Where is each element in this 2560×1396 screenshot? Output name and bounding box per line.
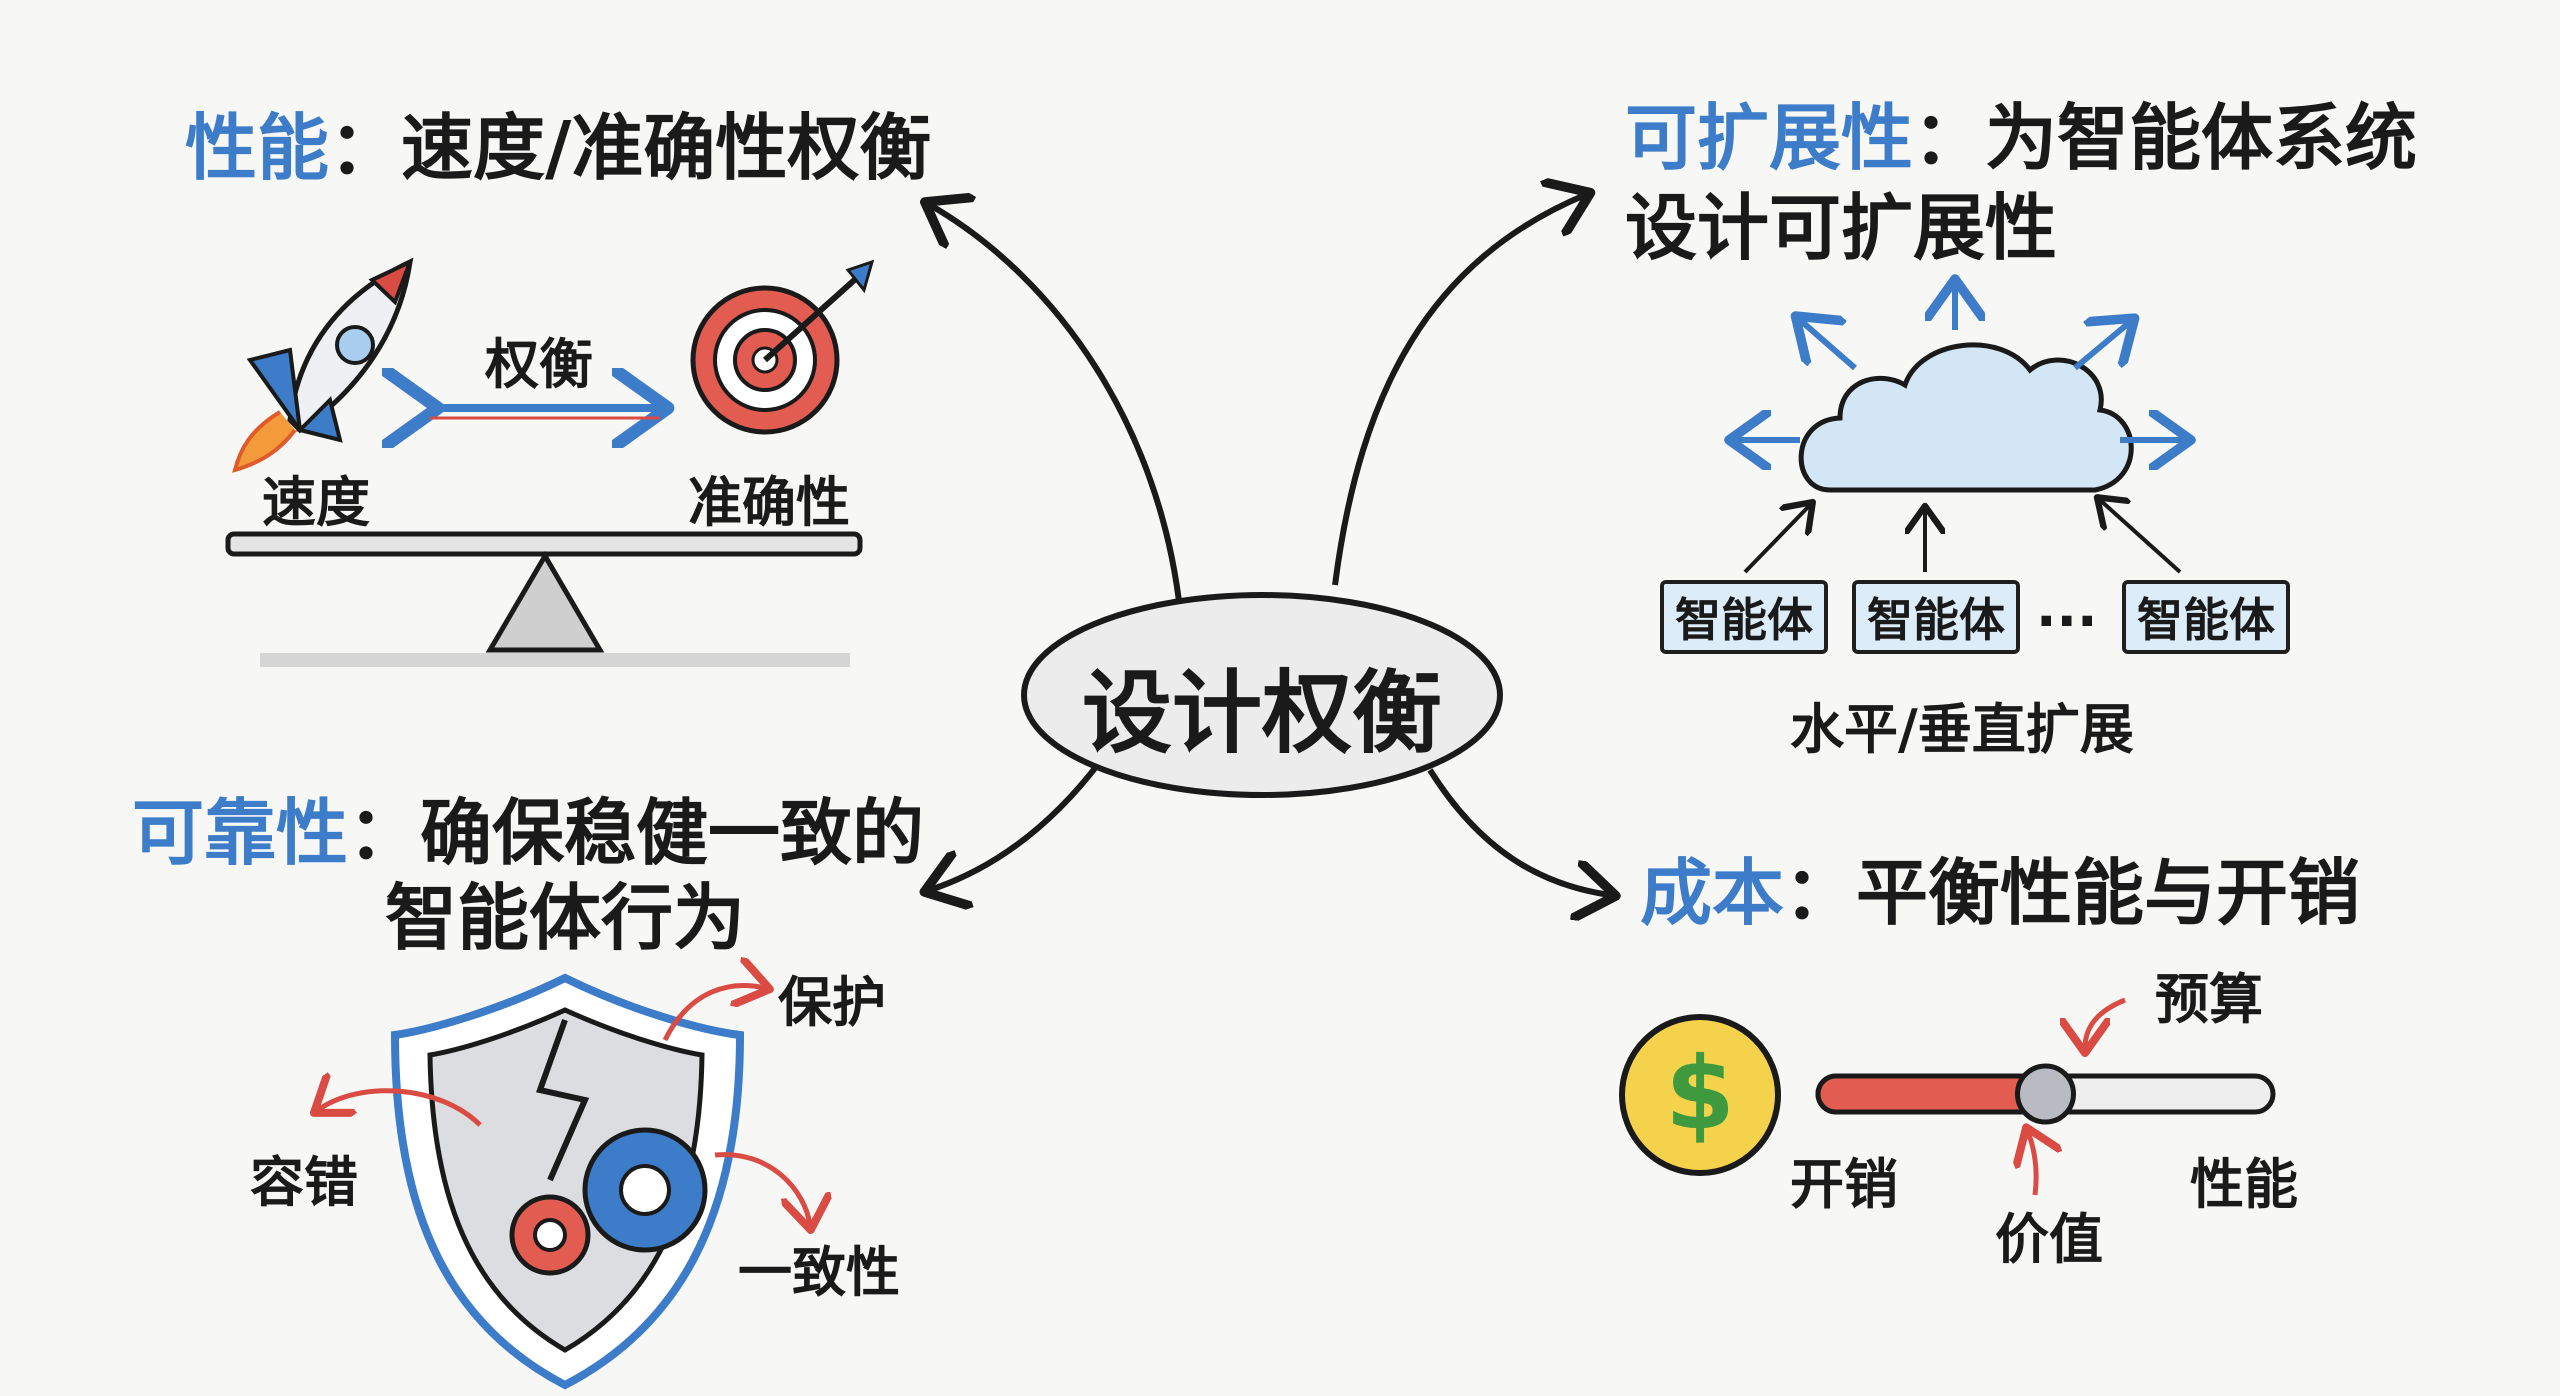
center-node-label: 设计权衡: [1082, 661, 1442, 766]
arrow-to-scalability: [1332, 195, 1585, 586]
cost-heading: 成本：平衡性能与开销: [1640, 850, 2360, 936]
scalability-heading-suffix: ：为智能体系统: [1913, 96, 2418, 180]
arrow-to-cost: [1427, 768, 1610, 895]
cost-heading-suffix: ：平衡性能与开销: [1784, 851, 2361, 935]
protect-label: 保护: [778, 971, 886, 1034]
shield-icon: [390, 973, 745, 1390]
scaling-caption: 水平/垂直扩展: [1790, 698, 2134, 761]
expense-label: 开销: [1790, 1153, 1898, 1216]
speed-label: 速度: [262, 471, 370, 534]
svg-text:$: $: [1665, 1035, 1735, 1152]
agent-ellipsis: ···: [2036, 590, 2098, 653]
fault-tolerance-label: 容错: [250, 1151, 358, 1214]
performance-heading-prefix: 性能: [185, 106, 330, 190]
agent-box: 智能体: [1852, 580, 2020, 654]
reliability-heading: 可靠性：确保稳健一致的: [132, 790, 924, 876]
reliability-heading-line2: 智能体行为: [385, 876, 746, 960]
accuracy-label: 准确性: [688, 471, 850, 534]
arrow-to-reliability: [930, 753, 1108, 890]
reliability-heading-prefix: 可靠性: [132, 791, 349, 875]
center-node: [1021, 592, 1503, 798]
consistency-label: 一致性: [738, 1241, 900, 1304]
tradeoff-label: 权衡: [485, 333, 593, 396]
target-icon: [690, 259, 875, 435]
reliability-heading-suffix: ：确保稳健一致的: [348, 791, 925, 875]
arrow-to-performance: [930, 205, 1183, 611]
performance-end-label: 性能: [2190, 1153, 2298, 1216]
scalability-heading-line2: 设计可扩展性: [1625, 186, 2058, 270]
seesaw-icon: [225, 531, 863, 667]
cloud-icon: [1798, 342, 2134, 493]
performance-heading-suffix: ：速度/准确性权衡: [329, 106, 932, 190]
dollar-coin-icon: $: [1619, 1014, 1781, 1176]
cost-heading-prefix: 成本: [1640, 851, 1785, 935]
gear-icon: [509, 1127, 708, 1276]
slider-icon: [1815, 1063, 2276, 1125]
performance-heading: 性能：速度/准确性权衡: [185, 105, 931, 191]
scalability-heading-prefix: 可扩展性: [1625, 96, 1914, 180]
value-label: 价值: [1995, 1208, 2103, 1271]
agent-box: 智能体: [2122, 580, 2290, 654]
scalability-heading: 可扩展性：为智能体系统: [1625, 95, 2417, 181]
agent-box: 智能体: [1660, 580, 1828, 654]
rocket-icon: [232, 257, 414, 473]
budget-label: 预算: [2155, 968, 2263, 1031]
